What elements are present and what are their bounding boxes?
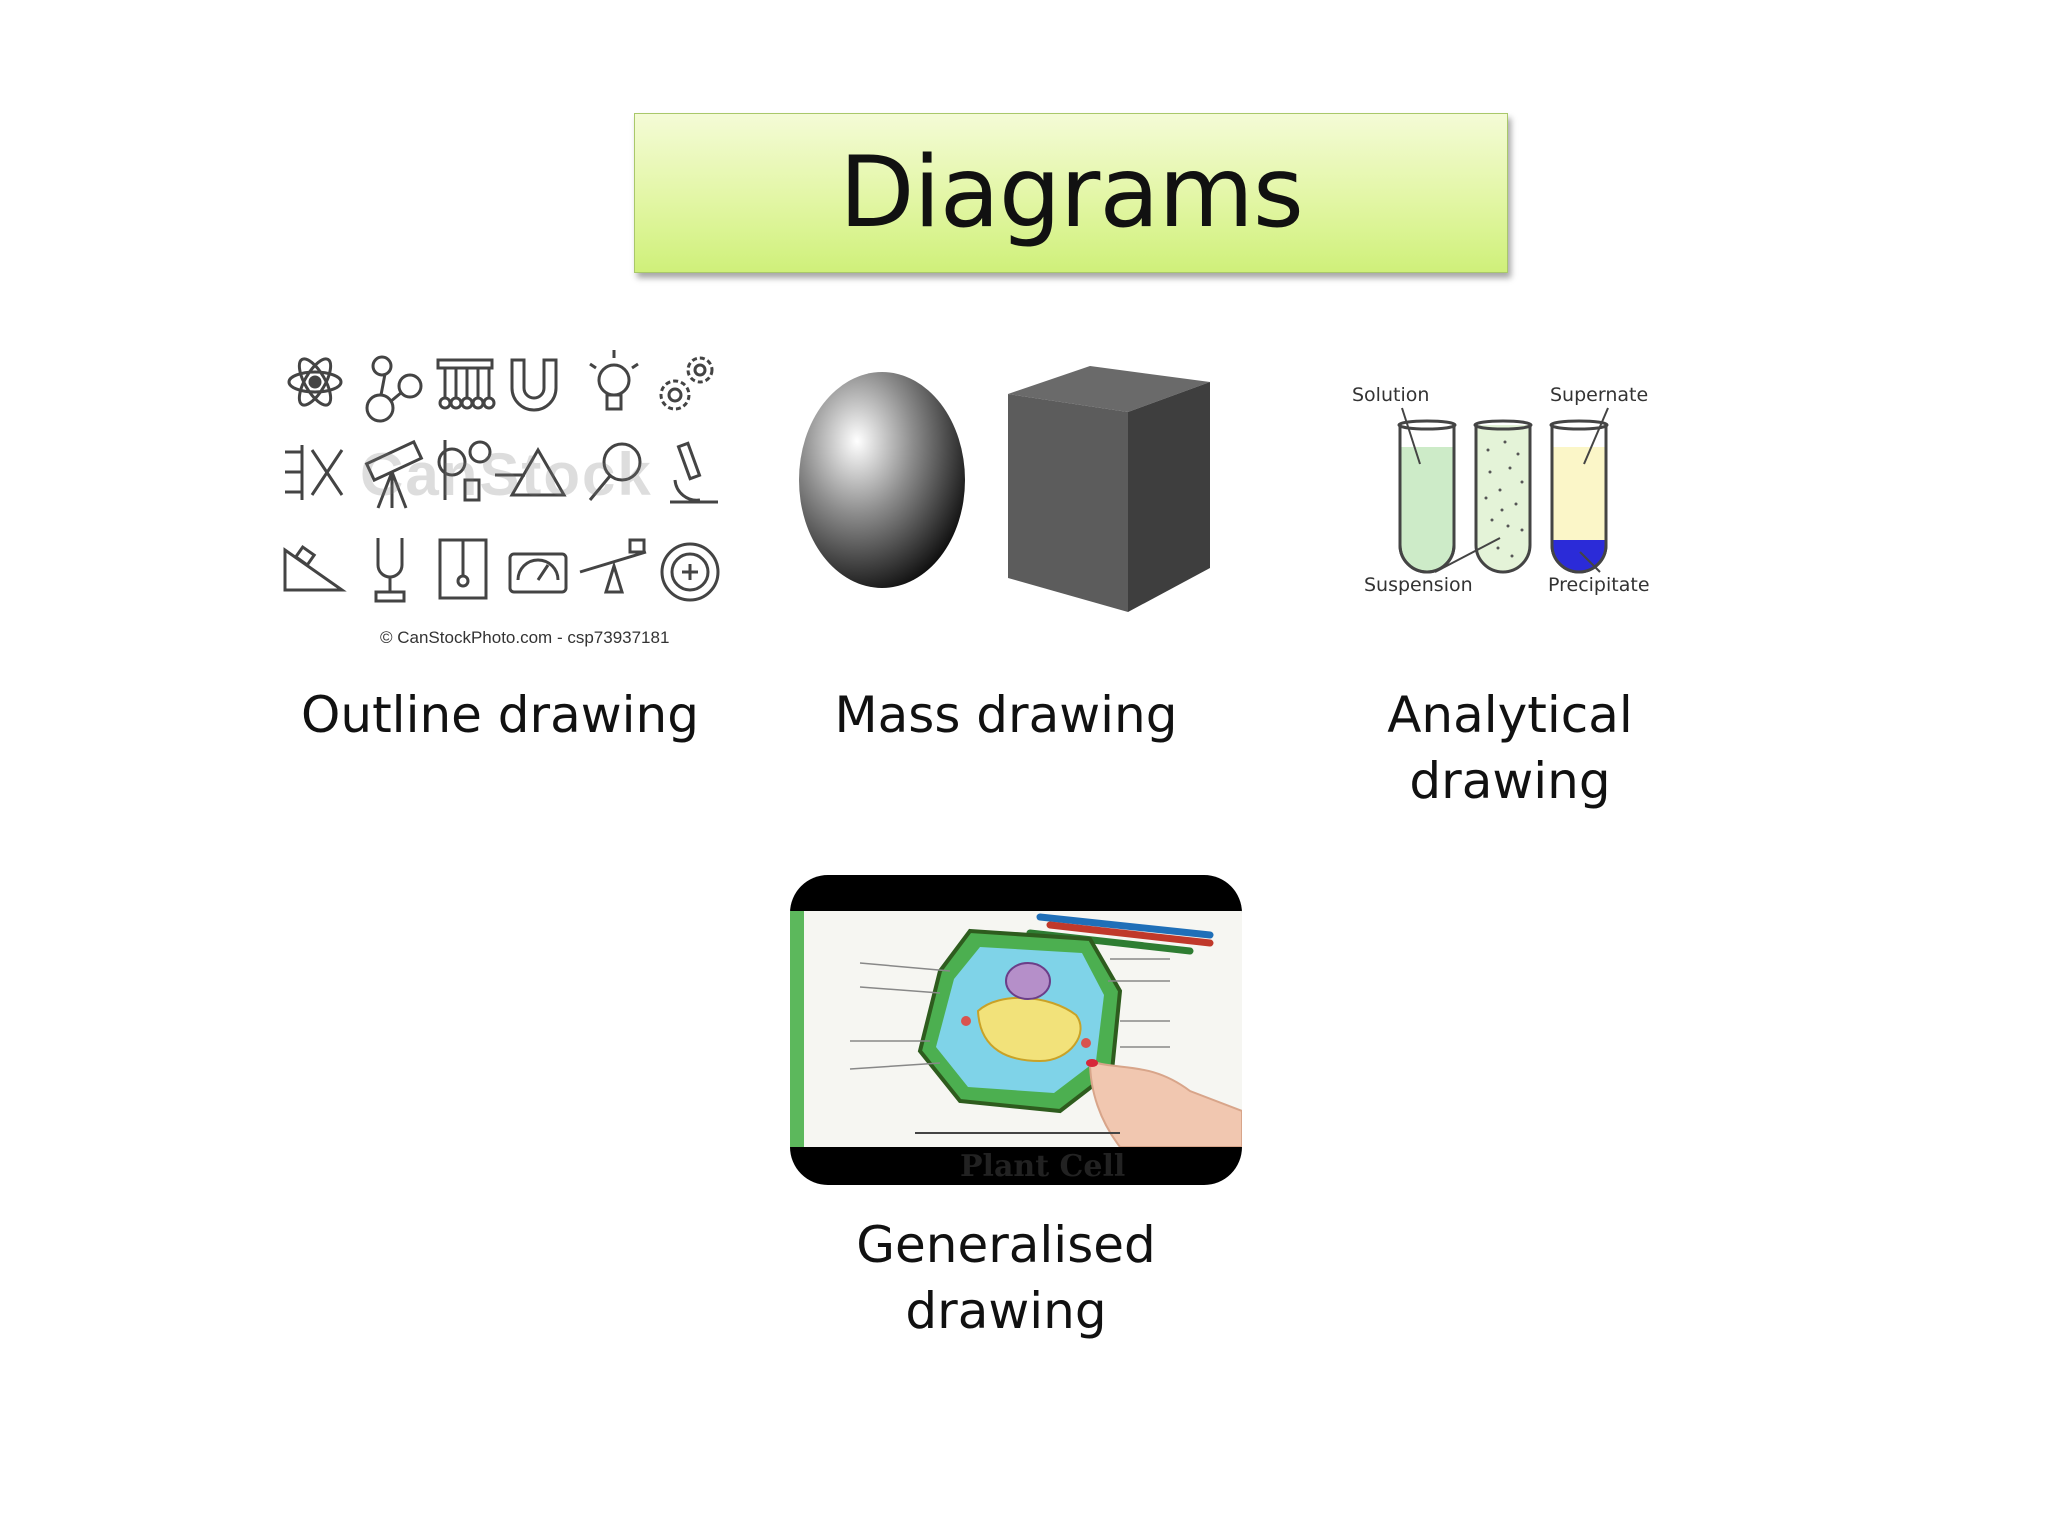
- caption-outline-drawing: Outline drawing: [290, 682, 710, 748]
- title-box: Diagrams: [634, 113, 1508, 273]
- circuit-icon: [285, 445, 344, 500]
- mass-drawing-image: [790, 360, 1220, 620]
- caption-generalised-drawing: Generalised drawing: [820, 1212, 1192, 1344]
- analytical-drawing-image: [1340, 380, 1680, 600]
- newtons-cradle-icon: [436, 358, 496, 410]
- bulb-icon: [589, 350, 639, 411]
- pulley-icon: [437, 440, 492, 502]
- caption-generalised-line2: drawing: [905, 1282, 1107, 1340]
- caption-mass-drawing: Mass drawing: [800, 682, 1212, 748]
- meter-icon: [508, 552, 568, 594]
- pendulum-icon: [438, 538, 488, 600]
- seesaw-icon: [579, 538, 647, 594]
- prism-icon: [495, 447, 567, 497]
- label-suspension: Suspension: [1364, 574, 1473, 596]
- atom-icon: [287, 357, 343, 407]
- plant-cell-icon: [917, 928, 1123, 1114]
- generalised-drawing-image: Plant Cell: [790, 875, 1242, 1185]
- outline-drawing-image: [280, 340, 730, 630]
- precipitate-tube: [1549, 419, 1609, 574]
- label-precipitate: Precipitate: [1548, 574, 1650, 596]
- slide-title: Diagrams: [839, 136, 1304, 250]
- hand-icon: [1086, 1059, 1242, 1148]
- sphere-shape: [799, 372, 965, 588]
- suspension-tube: [1473, 419, 1533, 574]
- caption-generalised-line1: Generalised: [856, 1216, 1156, 1274]
- incline-icon: [283, 544, 347, 592]
- target-icon: [660, 542, 720, 602]
- cube-shape: [1008, 366, 1210, 612]
- magnifier-icon: [588, 442, 642, 501]
- microscope-icon: [670, 441, 718, 504]
- magnet-icon: [510, 358, 558, 412]
- image-credit: © CanStockPhoto.com - csp73937181: [380, 628, 670, 647]
- solution-tube: [1397, 419, 1457, 574]
- caption-outline-text: Outline drawing: [301, 686, 699, 744]
- gears-icon: [659, 356, 714, 411]
- molecule-icon: [365, 355, 423, 423]
- telescope-icon: [364, 439, 424, 509]
- caption-mass-text: Mass drawing: [834, 686, 1178, 744]
- label-supernate: Supernate: [1550, 384, 1649, 406]
- paper-background: Plant Cell: [790, 911, 1242, 1184]
- label-solution: Solution: [1352, 384, 1430, 406]
- caption-analytical-line1: Analytical: [1387, 686, 1633, 744]
- tuning-fork-icon: [374, 538, 406, 603]
- caption-analytical-drawing: Analytical drawing: [1340, 682, 1680, 814]
- plant-cell-label: Plant Cell: [960, 1149, 1126, 1184]
- caption-analytical-line2: drawing: [1409, 752, 1611, 810]
- watermark: CanStock: [360, 441, 653, 508]
